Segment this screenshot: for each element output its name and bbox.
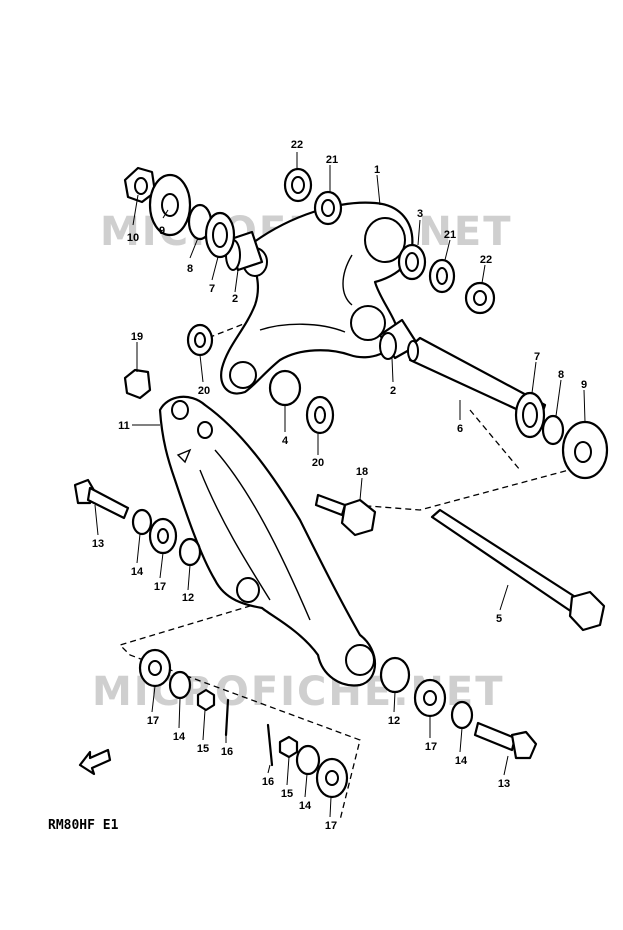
label-part-10: 10 bbox=[127, 232, 139, 244]
label-part-9-right: 9 bbox=[581, 379, 587, 391]
label-part-21-right: 21 bbox=[444, 229, 456, 241]
label-part-17-upper: 17 bbox=[154, 581, 166, 593]
washer-right bbox=[541, 414, 565, 446]
collar-22-right-hole bbox=[473, 290, 487, 306]
label-part-12-upper: 12 bbox=[182, 592, 194, 604]
spacer-12-upper bbox=[178, 537, 202, 567]
part-number-labels: 1 22 21 3 21 22 10 9 8 7 2 19 20 4 20 2 … bbox=[92, 139, 587, 832]
label-part-19: 19 bbox=[131, 331, 143, 343]
label-part-7-left: 7 bbox=[209, 283, 215, 295]
label-part-2-lower: 2 bbox=[390, 385, 396, 397]
label-part-13-lower: 13 bbox=[498, 778, 510, 790]
nut-10-hole bbox=[134, 177, 148, 195]
washer-14-lower-left bbox=[168, 670, 192, 700]
label-part-17-bottom: 17 bbox=[325, 820, 337, 832]
label-part-17-lower-right: 17 bbox=[425, 741, 437, 753]
collar-20-upper-hole bbox=[194, 332, 206, 348]
label-part-18: 18 bbox=[356, 466, 368, 478]
bolt-18 bbox=[314, 493, 377, 537]
cotter-pin-16-lower bbox=[266, 723, 274, 767]
label-part-8-right: 8 bbox=[558, 369, 564, 381]
label-part-17-lower-left: 17 bbox=[147, 715, 159, 727]
spacer-4 bbox=[268, 369, 302, 407]
seal-21-right-hole bbox=[436, 267, 448, 285]
label-part-13-upper: 13 bbox=[92, 538, 104, 550]
spacer-12-lower bbox=[379, 656, 411, 694]
collar-17-lower-left-hole bbox=[148, 660, 162, 676]
label-part-22-left: 22 bbox=[291, 139, 303, 151]
label-part-14-lower-right: 14 bbox=[455, 755, 468, 767]
collar-17-bottom-hole bbox=[325, 770, 339, 786]
nut-19 bbox=[123, 368, 152, 400]
bolt-13-lower bbox=[473, 721, 538, 760]
bearing-3-hole bbox=[405, 252, 419, 272]
label-part-6: 6 bbox=[457, 423, 463, 435]
collar-22-left-hole bbox=[291, 176, 305, 194]
label-part-16-upper: 16 bbox=[221, 746, 233, 758]
washer-14-upper bbox=[131, 508, 153, 536]
label-part-14-lower-left: 14 bbox=[173, 731, 186, 743]
collar-17-upper-hole bbox=[157, 528, 169, 544]
label-part-2-upper: 2 bbox=[232, 293, 238, 305]
assembly-line-lower bbox=[118, 599, 361, 821]
assembly-line-bolt18 bbox=[329, 462, 596, 511]
diagram-code: RM80HF E1 bbox=[48, 818, 119, 833]
assembly-line-shaft bbox=[469, 409, 521, 471]
bolt-13-upper bbox=[73, 478, 130, 520]
label-part-14-upper: 14 bbox=[131, 566, 144, 578]
label-part-20-lower: 20 bbox=[312, 457, 324, 469]
cushion-rod bbox=[158, 395, 376, 687]
label-part-1: 1 bbox=[374, 164, 380, 176]
front-arrow-icon bbox=[78, 748, 112, 776]
cap-left-hole bbox=[161, 193, 179, 217]
label-part-7-right: 7 bbox=[534, 351, 540, 363]
oil-seal-right-hole bbox=[522, 402, 538, 428]
collar-17-lower-right-hole bbox=[423, 690, 437, 706]
cushion-lever bbox=[220, 201, 414, 395]
seal-21-left-hole bbox=[321, 199, 335, 217]
label-part-5: 5 bbox=[496, 613, 502, 625]
label-part-15-lower: 15 bbox=[281, 788, 293, 800]
label-part-21-left: 21 bbox=[326, 154, 338, 166]
collar-20-lower-hole bbox=[314, 406, 326, 424]
cap-right-hole bbox=[574, 441, 592, 463]
bolt-5 bbox=[430, 508, 606, 632]
label-part-20-upper: 20 bbox=[198, 385, 210, 397]
washer-14-lower-right bbox=[450, 700, 474, 730]
label-part-11: 11 bbox=[118, 420, 130, 432]
label-part-15-upper: 15 bbox=[197, 743, 209, 755]
label-part-16-lower: 16 bbox=[262, 776, 274, 788]
label-part-12-lower: 12 bbox=[388, 715, 400, 727]
castle-nut-15-lower bbox=[278, 735, 299, 759]
label-part-3: 3 bbox=[417, 208, 423, 220]
label-part-4: 4 bbox=[282, 435, 289, 447]
label-part-8-left: 8 bbox=[187, 263, 193, 275]
label-part-9-left: 9 bbox=[159, 225, 165, 237]
label-part-14-bottom: 14 bbox=[299, 800, 312, 812]
washer-14-bottom bbox=[295, 744, 321, 776]
bearing-upper bbox=[225, 230, 264, 272]
leader-lines bbox=[94, 152, 586, 818]
oil-seal-left-hole bbox=[212, 222, 228, 248]
castle-nut-15-upper bbox=[196, 688, 216, 712]
cotter-pin-16-upper bbox=[224, 698, 230, 737]
label-part-22-right: 22 bbox=[480, 254, 492, 266]
